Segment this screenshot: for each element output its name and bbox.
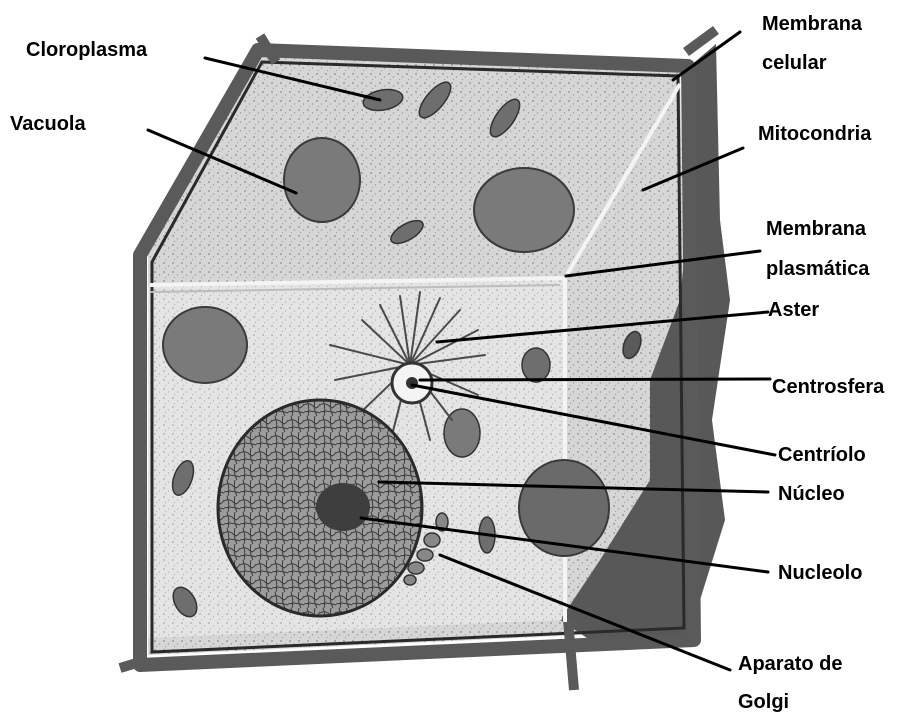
label-membrana-plasmatica-2: plasmática: [766, 258, 870, 280]
label-mitocondria: Mitocondria: [758, 123, 872, 145]
chloroplast: [522, 348, 550, 382]
label-membrana-plasmatica-1: Membrana: [766, 218, 867, 240]
label-golgi-1: Aparato de: [738, 653, 842, 675]
wall-edge-bottom-right: [568, 620, 574, 690]
cell-illustration: [120, 30, 730, 690]
wall-edge-bottom: [120, 662, 140, 668]
label-membrana-celular-2: celular: [762, 52, 827, 74]
vacuole: [284, 138, 360, 222]
vacuole: [474, 168, 574, 252]
label-aster: Aster: [768, 299, 819, 321]
label-nucleo: Núcleo: [778, 483, 845, 505]
label-membrana-celular-1: Membrana: [762, 13, 863, 35]
label-cloroplasma: Cloroplasma: [26, 39, 148, 61]
label-golgi-2: Golgi: [738, 691, 789, 713]
leader-centrosfera: [420, 379, 770, 380]
label-centrosfera: Centrosfera: [772, 376, 885, 398]
label-vacuola: Vacuola: [10, 113, 86, 135]
label-centriolo: Centríolo: [778, 444, 866, 466]
vacuole: [163, 307, 247, 383]
nucleolus: [316, 483, 370, 531]
label-nucleolo: Nucleolo: [778, 562, 862, 584]
